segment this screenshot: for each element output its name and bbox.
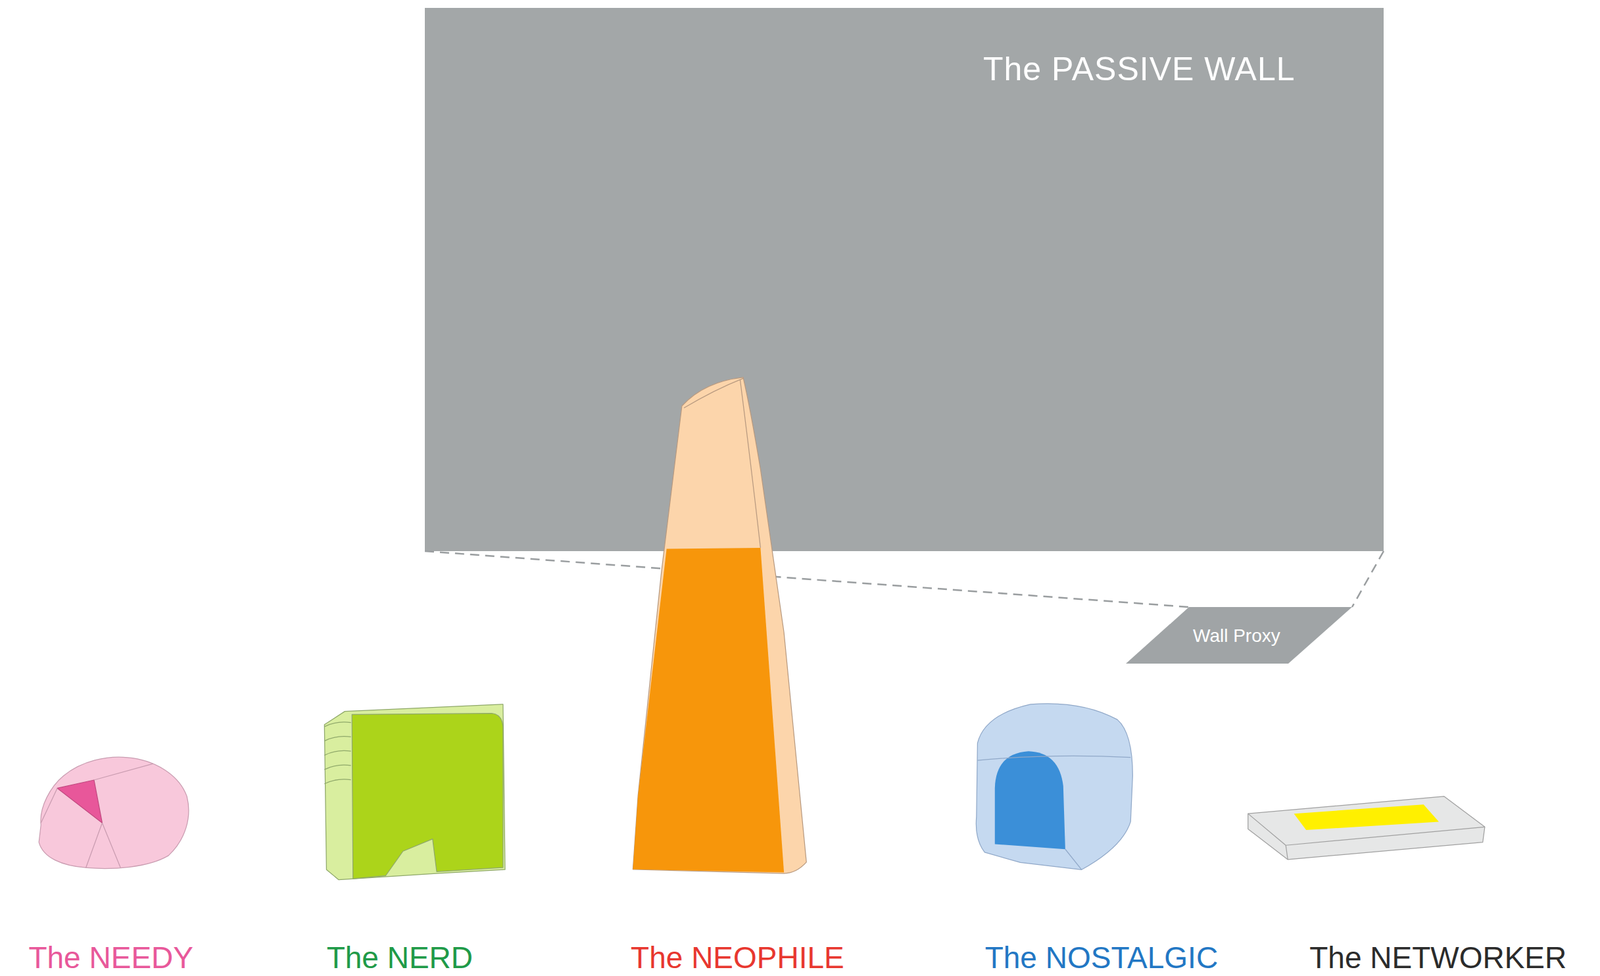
networker-object: The NETWORKER — [1242, 791, 1567, 975]
needy-facet — [57, 779, 102, 823]
needy-outline — [38, 756, 189, 869]
nostalgic-outline — [976, 703, 1134, 871]
networker-outline — [1248, 796, 1485, 860]
shape-outline — [25, 750, 196, 975]
node-label: The NOSTALGIC — [985, 942, 1218, 973]
node-label: The NEOPHILE — [630, 942, 845, 973]
neophile-object: The NEOPHILE — [624, 372, 849, 975]
neophile-face — [632, 547, 784, 873]
networker-screen — [1294, 804, 1439, 830]
needy-edges — [40, 763, 154, 868]
nerd-face — [351, 713, 504, 879]
nerd-pages — [324, 722, 352, 784]
shape-outline — [969, 697, 1220, 975]
wall-proxy: Wall Proxy — [1125, 606, 1353, 664]
nostalgic-object: The NOSTALGIC — [969, 697, 1220, 975]
shape-outline — [318, 699, 511, 975]
node-label: The PASSIVE WALL — [983, 52, 1296, 86]
node-label: The NERD — [326, 942, 473, 973]
node-label: Wall Proxy — [1192, 626, 1281, 646]
neophile-edges — [683, 378, 761, 549]
needy-object: The NEEDY — [25, 750, 196, 975]
projection-line — [424, 551, 1189, 607]
neophile-outline — [632, 377, 807, 874]
proxy-outline — [1125, 606, 1353, 664]
projection-line — [1352, 551, 1384, 607]
node-label: The NETWORKER — [1309, 942, 1567, 973]
nostalgic-door — [994, 751, 1066, 849]
node-label: The NEEDY — [28, 942, 194, 973]
nerd-object: The NERD — [318, 699, 511, 975]
nostalgic-edges — [977, 755, 1132, 870]
shape-outline — [624, 372, 849, 975]
nerd-outline — [324, 704, 506, 880]
passive-wall: The PASSIVE WALL — [424, 7, 1384, 552]
